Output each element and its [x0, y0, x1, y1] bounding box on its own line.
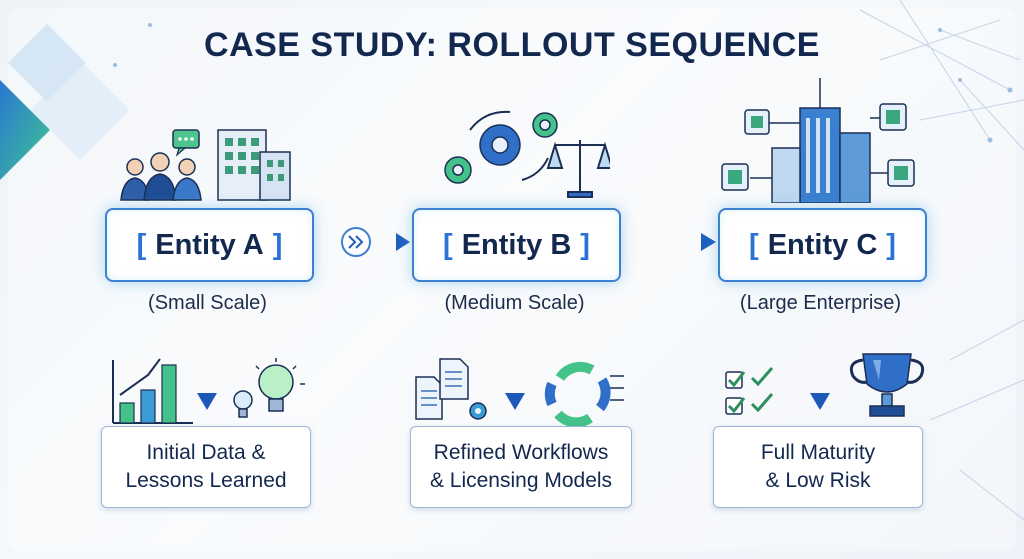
- outcome-b-line2: & Licensing Models: [429, 469, 613, 492]
- outcome-b-box: Refined Workflows & Licensing Models: [410, 426, 632, 508]
- entity-c-box: [ Entity C ]: [718, 208, 927, 282]
- bracket-close: ]: [580, 228, 590, 261]
- entity-b-box: [ Entity B ]: [412, 208, 621, 282]
- lightbulb-icon: [233, 358, 305, 418]
- bracket-close: ]: [886, 228, 896, 261]
- decor-nodes: [113, 23, 1013, 143]
- chat-bubble-icon: [172, 129, 200, 157]
- bracket-open: [: [443, 228, 453, 261]
- flow-arrowhead-a-b: [396, 233, 410, 251]
- bracket-open: [: [749, 228, 759, 261]
- page-title: CASE STUDY: ROLLOUT SEQUENCE: [204, 26, 820, 64]
- trophy-icon: [849, 353, 925, 417]
- people-icon: [120, 129, 291, 201]
- outcome-b-line1: Refined Workflows: [433, 441, 609, 464]
- outcome-c-line2: & Low Risk: [765, 469, 871, 492]
- gears-icon: [444, 110, 610, 198]
- documents-icon: [415, 358, 487, 420]
- scales-icon: [546, 140, 610, 198]
- flow-arrowhead-b-c: [701, 233, 716, 251]
- decor-network: [859, 0, 1024, 521]
- outcome-a-box: Initial Data & Lessons Learned: [101, 426, 311, 508]
- checklist-icon: [725, 367, 774, 415]
- entity-a-box: [ Entity A ]: [105, 208, 314, 282]
- bracket-close: ]: [272, 228, 283, 261]
- bar-chart-icon: [112, 358, 193, 424]
- entity-c-label: Entity C: [767, 228, 878, 261]
- down-arrowhead-a: [197, 393, 217, 410]
- outcome-a-line2: Lessons Learned: [125, 469, 287, 492]
- entity-b-label: Entity B: [461, 228, 572, 261]
- cycle-icon: [544, 361, 624, 426]
- outcome-c-line1: Full Maturity: [760, 441, 876, 464]
- outcome-c-box: Full Maturity & Low Risk: [713, 426, 923, 508]
- bracket-open: [: [136, 228, 147, 261]
- entity-b-scale: (Medium Scale): [444, 292, 585, 314]
- entity-c-scale: (Large Enterprise): [739, 292, 902, 314]
- skyscraper-network-icon: [721, 78, 915, 203]
- entity-a-label: Entity A: [155, 228, 264, 261]
- entity-a-scale: (Small Scale): [148, 292, 267, 314]
- fast-forward-chevrons: [348, 235, 364, 249]
- decor-triangle: [0, 80, 50, 180]
- down-arrowhead-b: [505, 393, 525, 410]
- outcome-a-line1: Initial Data &: [146, 441, 266, 464]
- office-buildings-icon: [217, 129, 291, 201]
- down-arrowhead-c: [810, 393, 830, 410]
